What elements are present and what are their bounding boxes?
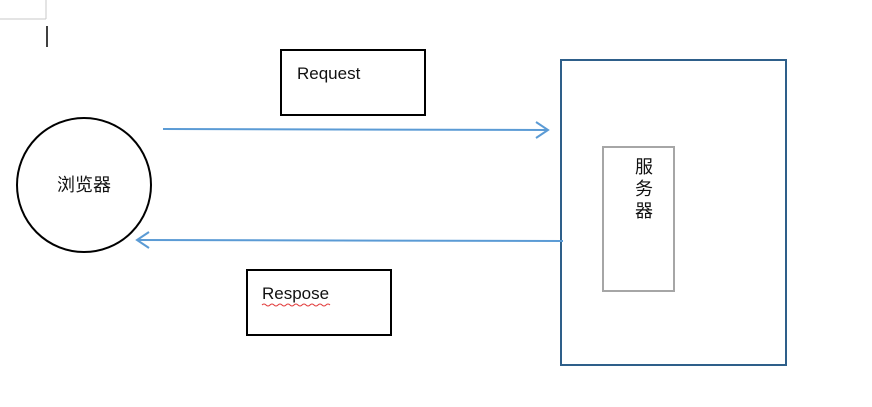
server-label-char-2: 务 (635, 179, 653, 200)
request-box (280, 49, 426, 116)
response-arrow (135, 231, 564, 249)
server-inner-box (602, 146, 675, 292)
spellcheck-underline (261, 303, 331, 307)
server-label-char-1: 服 (635, 157, 653, 178)
page-corner-mark (0, 0, 47, 20)
browser-label: 浏览器 (57, 175, 111, 196)
browser-node (16, 117, 152, 253)
request-label: Request (297, 64, 361, 83)
server-label-char-3: 器 (635, 201, 653, 222)
response-box (246, 269, 392, 336)
request-arrow (162, 121, 550, 139)
response-label: Respose (262, 284, 329, 303)
